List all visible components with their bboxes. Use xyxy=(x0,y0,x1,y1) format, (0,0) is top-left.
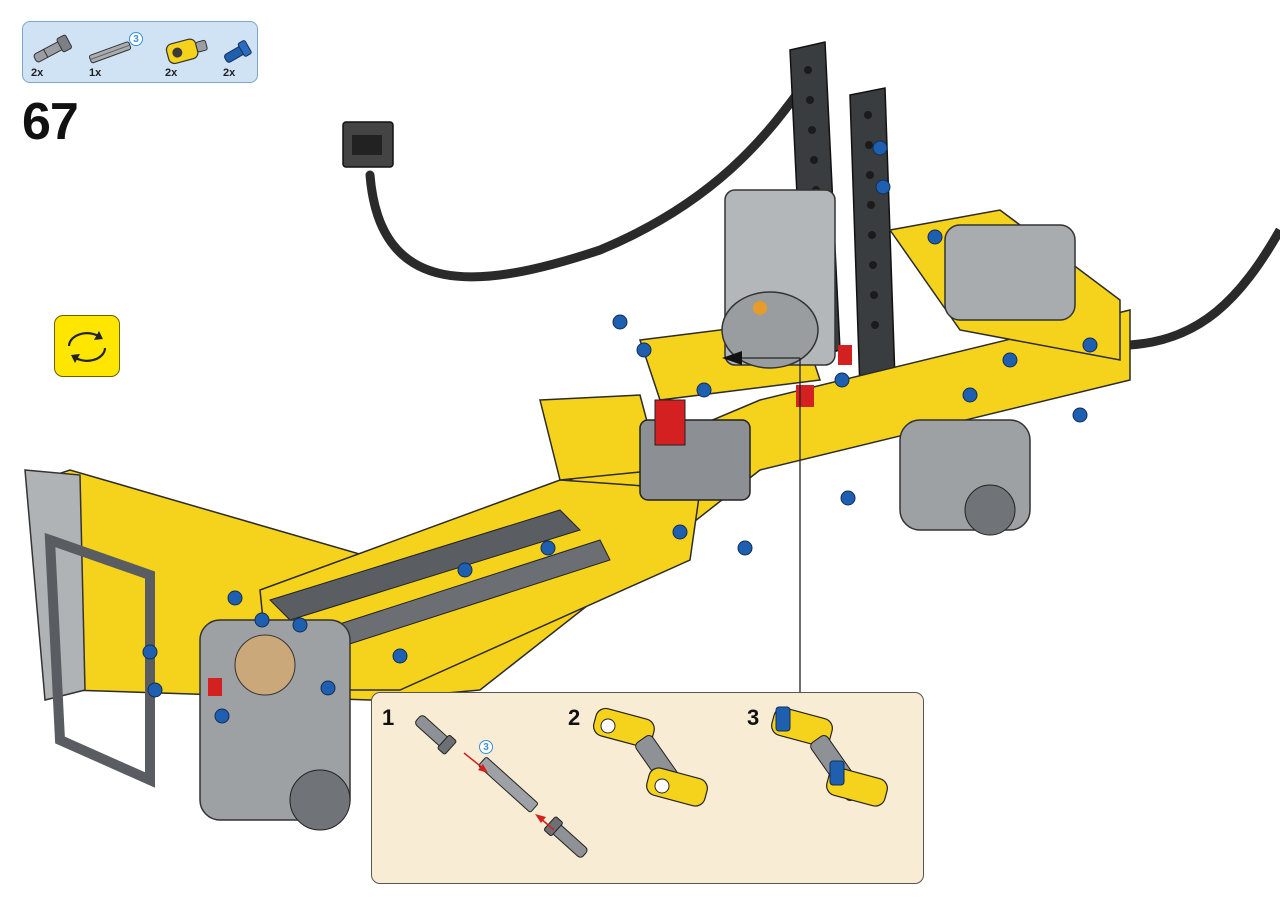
substep-3-assembly xyxy=(771,706,888,807)
callout-leader-line xyxy=(722,351,801,692)
part-quantity: 2x xyxy=(165,67,178,79)
parts-list: 2x 3 1x 2x 2x xyxy=(22,21,258,83)
yellow-axle-pin-connector-icon xyxy=(165,38,208,65)
rotate-model-button xyxy=(54,315,120,377)
rotate-model-icon xyxy=(67,331,107,363)
blue-axle-pin-icon xyxy=(224,40,252,63)
callout-illustrations xyxy=(415,706,888,858)
grey-gearbox-left xyxy=(199,619,351,831)
subassembly-callout: 1 3 2 3 xyxy=(371,692,924,884)
grey-front-frame xyxy=(24,469,155,788)
motor-cable-right xyxy=(1129,227,1280,350)
long-pin-with-bush-icon xyxy=(33,34,72,63)
grey-motor-right xyxy=(944,224,1076,321)
substep-1-assembly xyxy=(415,715,588,858)
substep-number: 3 xyxy=(747,705,760,730)
axle-3-icon xyxy=(89,41,132,64)
part-quantity: 2x xyxy=(31,67,44,79)
step-number: 67 xyxy=(22,93,79,151)
motor-cable xyxy=(365,85,805,282)
grey-motor-top xyxy=(721,189,836,369)
part-long-pin-with-bush: 2x xyxy=(25,26,81,80)
grey-gearbox-right xyxy=(899,419,1031,536)
substep-number: 2 xyxy=(568,705,581,730)
cable-connector-plug xyxy=(342,121,394,168)
part-yellow-axle-pin-connector: 2x xyxy=(159,26,215,80)
blue-pins xyxy=(142,140,1098,724)
substep-number: 1 xyxy=(382,705,395,730)
part-axle-3: 3 1x xyxy=(83,26,143,80)
part-quantity: 2x xyxy=(223,67,236,79)
substep-2-assembly xyxy=(592,707,708,807)
part-quantity: 1x xyxy=(89,67,102,79)
length-badge: 3 xyxy=(479,740,493,754)
length-badge: 3 xyxy=(129,32,143,46)
steering-hub xyxy=(639,399,751,501)
part-blue-axle-pin: 2x xyxy=(217,26,273,80)
